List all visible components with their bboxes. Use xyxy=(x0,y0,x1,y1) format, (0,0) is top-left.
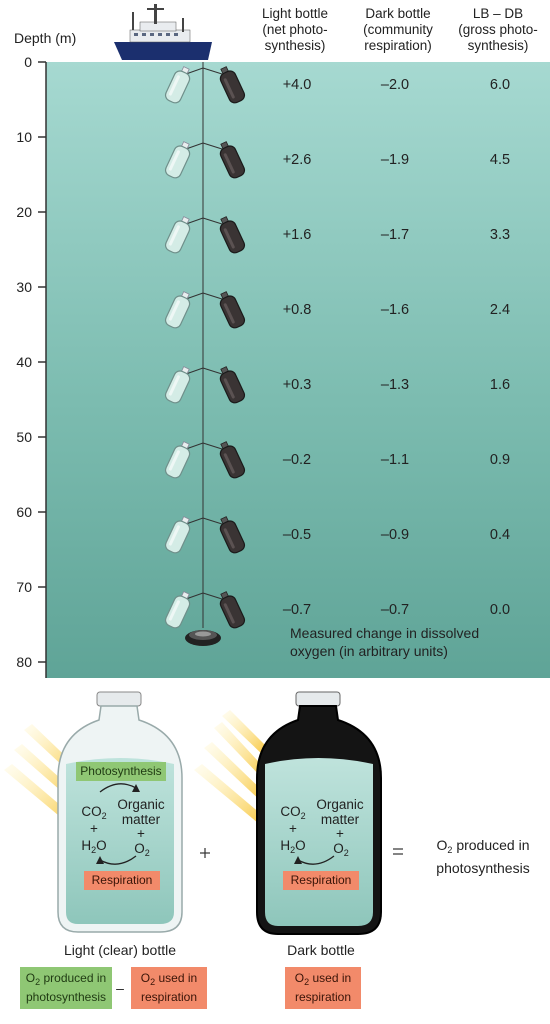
light-bottle-value: –0.2 xyxy=(282,452,312,468)
dark-bottle-value: –0.9 xyxy=(380,527,410,543)
anchor-weight-icon xyxy=(185,630,221,646)
dark-bottle-value: –1.3 xyxy=(380,377,410,393)
arrowhead xyxy=(96,856,104,864)
respiration-label-dark: Respiration xyxy=(283,871,359,890)
dark-bottle-value: –1.9 xyxy=(380,152,410,168)
dark-bottle-small-icon xyxy=(219,366,246,404)
dark-bottle-value: –1.6 xyxy=(380,302,410,318)
light-bottle-small-icon xyxy=(164,441,191,479)
h2o-dark: H2O xyxy=(280,838,306,855)
bottle-pair xyxy=(164,141,246,179)
light-bottle-value: +2.6 xyxy=(282,152,312,168)
header-lb-minus-db: LB – DB(gross photo-synthesis) xyxy=(458,6,538,53)
respiration-label-light: Respiration xyxy=(84,871,160,890)
depth-axis-ticks xyxy=(38,61,46,663)
arrowhead xyxy=(294,856,302,864)
co2-dark: CO2 xyxy=(280,804,306,821)
o2-used-tag-right: O2 used in respiration xyxy=(285,967,361,1009)
header-light-bottle: Light bottle(net photo-synthesis) xyxy=(261,6,329,53)
bottle-pairs xyxy=(164,66,246,629)
light-bottle-value: +0.3 xyxy=(282,377,312,393)
bottle-pair xyxy=(164,366,246,404)
arrowhead xyxy=(132,784,140,792)
dark-bottle-small-icon xyxy=(219,66,246,104)
o2-dark: O2 xyxy=(333,841,349,858)
light-bottle-small-icon xyxy=(164,141,191,179)
light-bottle-value: –0.7 xyxy=(282,602,312,618)
h2o-light: H2O xyxy=(81,838,107,855)
o2-used-tag-left: O2 used in respiration xyxy=(131,967,207,1009)
cycle-arrows-dark xyxy=(297,855,335,865)
o2-produced-tag: O2 produced in photosynthesis xyxy=(20,967,112,1009)
dark-bottle-small-icon xyxy=(219,291,246,329)
depth-axis-label: Depth (m) xyxy=(14,30,77,46)
depth-tick: 50 xyxy=(16,429,32,445)
depth-tick: 80 xyxy=(16,654,32,670)
light-bottle-value: –0.5 xyxy=(282,527,312,543)
dark-bottle-value: –1.7 xyxy=(380,227,410,243)
co2-light: CO2 xyxy=(81,804,107,821)
water-body xyxy=(46,62,550,678)
bottle-pair xyxy=(164,216,246,254)
dark-bottle-small-icon xyxy=(219,516,246,554)
depth-tick: 20 xyxy=(16,204,32,220)
depth-tick: 30 xyxy=(16,279,32,295)
dark-bottle-small-icon xyxy=(219,591,246,629)
o2-produced-result: O2 produced in photosynthesis xyxy=(436,837,530,876)
bottle-pair xyxy=(164,516,246,554)
dark-bottle-small-icon xyxy=(219,216,246,254)
bottle-pair xyxy=(164,291,246,329)
gross-photosynthesis-value: 6.0 xyxy=(489,77,511,93)
light-bottle-value: +1.6 xyxy=(282,227,312,243)
cycle-arrows-light xyxy=(99,783,137,865)
depth-tick: 60 xyxy=(16,504,32,520)
light-bottle-value: +4.0 xyxy=(282,77,312,93)
equals-sign xyxy=(393,848,403,855)
dark-bottle-value: –0.7 xyxy=(380,602,410,618)
photosynthesis-label: Photosynthesis xyxy=(76,762,166,781)
dark-bottle-value: –2.0 xyxy=(380,77,410,93)
ocean-panel xyxy=(38,4,550,678)
bottle-pair xyxy=(164,441,246,479)
depth-tick: 40 xyxy=(16,354,32,370)
o2-light: O2 xyxy=(134,841,150,858)
gross-photosynthesis-value: 0.9 xyxy=(489,452,511,468)
dark-bottle-caption: Dark bottle xyxy=(287,942,355,958)
light-bottle-small-icon xyxy=(164,66,191,104)
sunlight-rays-dark-bottle xyxy=(194,710,268,828)
plus-sign xyxy=(200,848,210,858)
gross-photosynthesis-value: 3.3 xyxy=(489,227,511,243)
bottle-pair xyxy=(164,591,246,629)
dark-bottle-value: –1.1 xyxy=(380,452,410,468)
gross-photosynthesis-value: 1.6 xyxy=(489,377,511,393)
gross-photosynthesis-value: 2.4 xyxy=(489,302,511,318)
plus-dark: + xyxy=(336,826,344,841)
light-bottle-small-icon xyxy=(164,216,191,254)
light-bottle-small-icon xyxy=(164,516,191,554)
gross-photosynthesis-value: 4.5 xyxy=(489,152,511,168)
gross-photosynthesis-value: 0.0 xyxy=(489,602,511,618)
light-bottle-small-icon xyxy=(164,366,191,404)
plus-light: + xyxy=(90,821,98,836)
minus-sign: – xyxy=(116,980,124,996)
depth-tick: 0 xyxy=(24,54,32,70)
light-bottle-small-icon xyxy=(164,591,191,629)
depth-tick: 70 xyxy=(16,579,32,595)
light-bottle-value: +0.8 xyxy=(282,302,312,318)
bottle-pair xyxy=(164,66,246,104)
depth-tick: 10 xyxy=(16,129,32,145)
dark-bottle-small-icon xyxy=(219,441,246,479)
plus-light: + xyxy=(137,826,145,841)
gross-photosynthesis-value: 0.4 xyxy=(489,527,511,543)
plus-dark: + xyxy=(289,821,297,836)
dark-bottle-small-icon xyxy=(219,141,246,179)
research-ship-icon xyxy=(114,4,212,60)
light-bottle-caption: Light (clear) bottle xyxy=(63,942,177,958)
light-bottle-small-icon xyxy=(164,291,191,329)
